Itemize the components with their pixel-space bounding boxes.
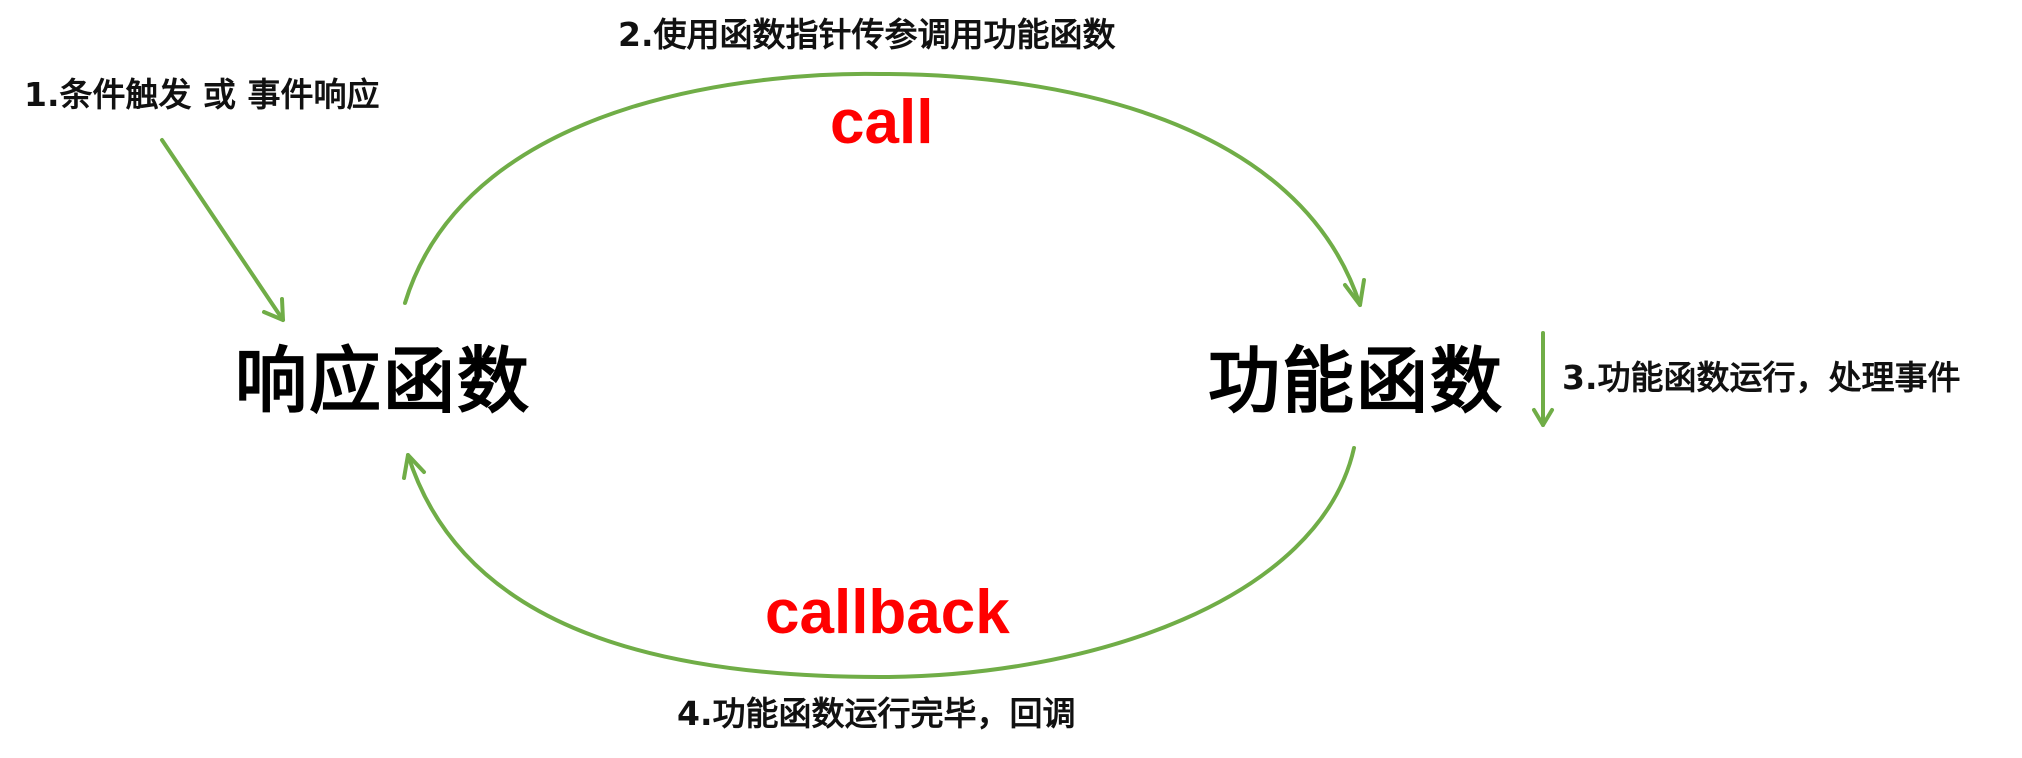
- step2-label: 2.使用函数指针传参调用功能函数: [618, 15, 1116, 54]
- callback-arc: [406, 446, 1356, 679]
- step4-label: 4.功能函数运行完毕，回调: [677, 694, 1076, 733]
- call-arrowhead: [1343, 278, 1366, 307]
- callback-arrowhead: [402, 453, 426, 480]
- trigger-arrow: [160, 138, 285, 322]
- process-arrowhead: [1532, 408, 1554, 427]
- response-function-node: 响应函数: [235, 339, 532, 423]
- trigger-arrowhead: [262, 297, 285, 322]
- step3-label: 3.功能函数运行，处理事件: [1562, 358, 1961, 397]
- callback-keyword: callback: [765, 578, 1010, 647]
- step1-label: 1.条件触发 或 事件响应: [24, 75, 380, 114]
- call-arc: [403, 71, 1362, 307]
- call-keyword: call: [830, 88, 934, 157]
- feature-function-node: 功能函数: [1208, 339, 1505, 423]
